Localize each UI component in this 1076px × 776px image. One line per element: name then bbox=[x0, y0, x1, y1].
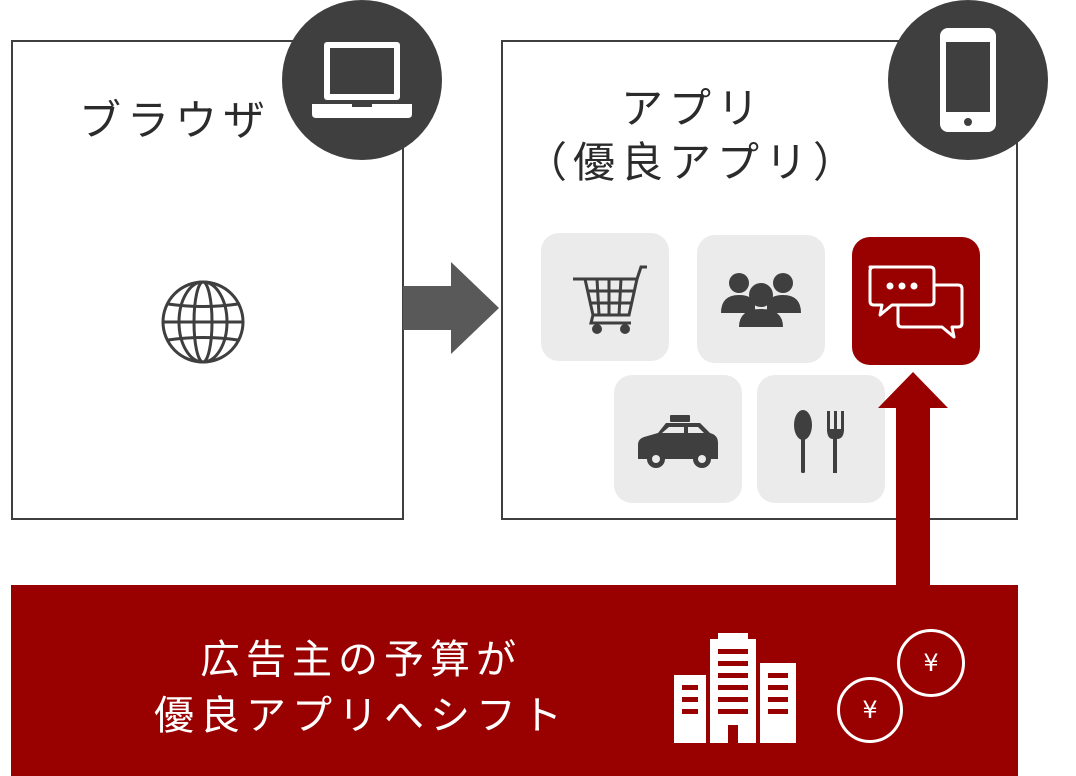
browser-title: ブラウザ bbox=[79, 96, 272, 145]
people-group-icon bbox=[721, 273, 801, 327]
shopping-cart-icon bbox=[573, 265, 647, 334]
app-title-line1: アプリ bbox=[620, 84, 765, 133]
app-title: アプリ （優良アプリ） bbox=[503, 82, 883, 190]
banner-text-line1: 広告主の予算が bbox=[200, 637, 522, 683]
globe-icon bbox=[161, 280, 245, 364]
laptop-icon bbox=[312, 42, 412, 118]
yen-coin-icon: ¥ bbox=[897, 629, 965, 697]
smartphone-badge bbox=[888, 0, 1048, 160]
chat-bubbles-icon bbox=[868, 265, 964, 339]
app-tile-restaurant[interactable] bbox=[757, 375, 885, 503]
laptop-badge bbox=[282, 0, 442, 160]
app-tile-taxi[interactable] bbox=[614, 375, 742, 503]
right-arrow bbox=[403, 262, 499, 354]
app-title-line2: （優良アプリ） bbox=[524, 138, 861, 187]
office-building-icon bbox=[674, 633, 796, 743]
advertiser-banner: 広告主の予算が 優良アプリへシフト ¥ ¥ bbox=[11, 585, 1018, 776]
yen-coin-icon: ¥ bbox=[837, 677, 903, 743]
smartphone-icon bbox=[940, 28, 996, 132]
banner-text-line2: 優良アプリへシフト bbox=[154, 693, 568, 739]
app-tile-chat[interactable] bbox=[852, 237, 980, 365]
restaurant-icon bbox=[794, 410, 844, 473]
up-arrow bbox=[878, 372, 948, 588]
app-tile-social[interactable] bbox=[697, 235, 825, 363]
app-tile-shopping[interactable] bbox=[541, 233, 669, 361]
taxi-icon bbox=[638, 415, 718, 468]
